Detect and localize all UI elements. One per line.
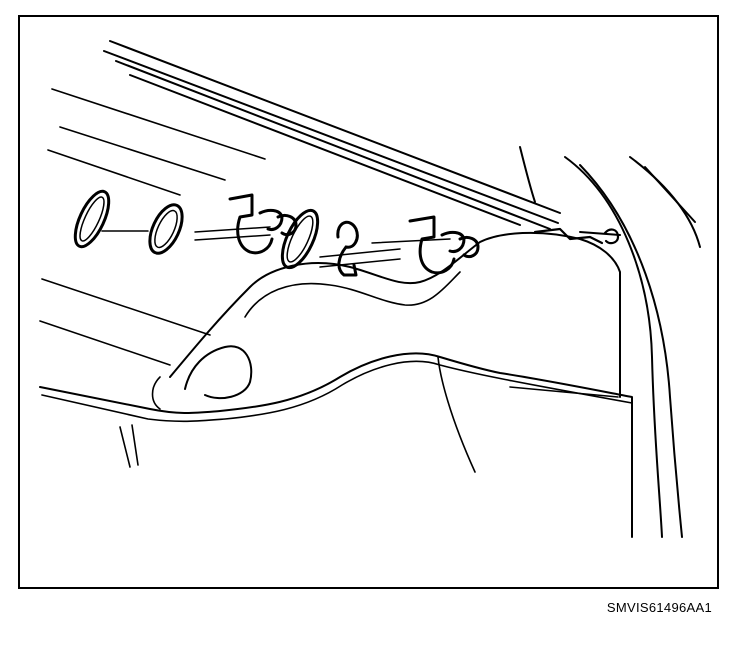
axis-line	[319, 258, 401, 268]
axis-line	[194, 226, 271, 233]
fastener-assembly-right	[280, 208, 620, 277]
cover-plug-1	[73, 189, 111, 249]
panel-hatch-lines	[39, 88, 266, 366]
figure-code: SMVIS61496AA1	[606, 600, 712, 615]
lower-mark	[119, 424, 139, 468]
diagram-frame	[18, 15, 719, 589]
hook-bracket	[533, 227, 620, 245]
cover-plug-2	[148, 203, 184, 255]
roof-rails	[103, 40, 561, 230]
axis-line	[194, 234, 271, 241]
trim-panel-lower-edge	[41, 360, 633, 423]
trim-panel-outline	[39, 352, 633, 538]
clip-2	[408, 215, 480, 275]
fastener-assembly-left	[73, 189, 298, 255]
panel-fold-line	[437, 356, 476, 473]
recess-lower	[184, 345, 253, 400]
axis-line	[319, 248, 401, 258]
clip-1	[228, 193, 298, 255]
axis-line	[371, 238, 451, 244]
recess-edge	[151, 376, 161, 410]
grommet	[336, 220, 359, 277]
panel-edge-line	[509, 386, 619, 398]
trunk-trim-illustration	[39, 40, 701, 538]
cover-plug-3	[280, 208, 320, 270]
body-contours	[519, 146, 701, 538]
molded-panel-inner	[244, 271, 461, 318]
molded-panel	[169, 231, 621, 398]
